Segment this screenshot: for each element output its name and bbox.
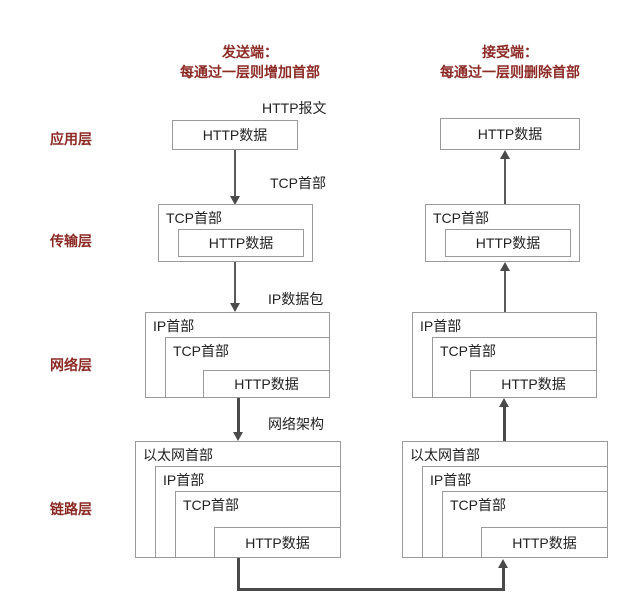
sender-link-http-data-box: HTTP数据 [214,527,341,558]
flow-label-tcp-header: TCP首部 [270,175,326,191]
box-label-ip-header: IP首部 [163,472,205,488]
sender-arrow-transport-to-network-head [230,303,240,312]
receiver-arrow-transport-to-app-line [504,158,506,204]
box-label-http-data: HTTP数据 [208,235,274,251]
box-label-tcp-header: TCP首部 [433,210,489,226]
layer-label-application: 应用层 [50,131,92,147]
sender-arrow-network-to-link-head [233,432,243,441]
box-label-tcp-header: TCP首部 [440,343,496,359]
layer-label-link: 链路层 [50,501,92,517]
flow-label-ip-packet: IP数据包 [268,291,324,307]
receiver-application-http-data-box: HTTP数据 [440,118,580,150]
sender-header-line1: 发送端： [222,44,278,60]
receiver-arrow-network-to-transport-line [504,270,506,312]
receiver-arrow-link-to-network-head [499,398,509,407]
receiver-transport-http-data-box: HTTP数据 [445,229,571,257]
sender-header-line2: 每通过一层则增加首部 [180,64,320,80]
box-label-ip-header: IP首部 [430,472,472,488]
bottom-connector-arrow-head [498,559,508,568]
flow-label-network-frame: 网络架构 [268,416,324,432]
box-label-http-data: HTTP数据 [245,534,310,551]
box-label-http-data: HTTP数据 [234,376,299,392]
receiver-link-http-data-box: HTTP数据 [481,527,608,558]
box-label-tcp-header: TCP首部 [183,497,239,513]
sender-arrow-app-to-transport-line [234,150,236,198]
box-label-http-data: HTTP数据 [501,376,566,392]
receiver-arrow-network-to-transport-head [500,262,510,271]
receiver-header-line1: 接受端： [482,44,538,60]
box-label-ethernet-header: 以太网首部 [143,447,213,463]
box-label-ethernet-header: 以太网首部 [410,447,480,463]
sender-arrow-network-to-link-line [237,398,240,436]
flow-label-http-message: HTTP报文 [262,100,327,116]
sender-arrow-transport-to-network-line [234,262,236,306]
sender-arrow-app-to-transport-head [230,196,240,205]
layer-label-transport: 传输层 [50,233,92,249]
box-label-http-data: HTTP数据 [202,127,268,143]
sender-network-tcp-header-box: TCP首部 [165,337,330,398]
receiver-header-line2: 每通过一层则删除首部 [440,64,580,80]
box-label-http-data: HTTP数据 [477,126,543,142]
sender-column-header: 发送端： 每通过一层则增加首部 [150,42,350,82]
receiver-network-http-data-box: HTTP数据 [470,370,597,398]
sender-network-http-data-box: HTTP数据 [203,370,330,398]
box-label-ip-header: IP首部 [420,318,462,334]
layer-label-network: 网络层 [50,357,92,373]
bottom-connector-left-segment [237,558,240,590]
box-label-http-data: HTTP数据 [475,235,541,251]
receiver-arrow-link-to-network-line [503,406,506,441]
receiver-column-header: 接受端： 每通过一层则删除首部 [410,42,610,82]
bottom-connector-right-segment [502,568,505,589]
bottom-connector-horizontal-segment [237,588,505,591]
box-label-http-data: HTTP数据 [512,534,577,551]
sender-application-http-data-box: HTTP数据 [172,120,298,150]
box-label-tcp-header: TCP首部 [450,497,506,513]
box-label-tcp-header: TCP首部 [173,343,229,359]
receiver-arrow-transport-to-app-head [500,150,510,159]
box-label-ip-header: IP首部 [153,318,195,334]
box-label-tcp-header: TCP首部 [166,210,222,226]
sender-transport-http-data-box: HTTP数据 [178,229,304,257]
